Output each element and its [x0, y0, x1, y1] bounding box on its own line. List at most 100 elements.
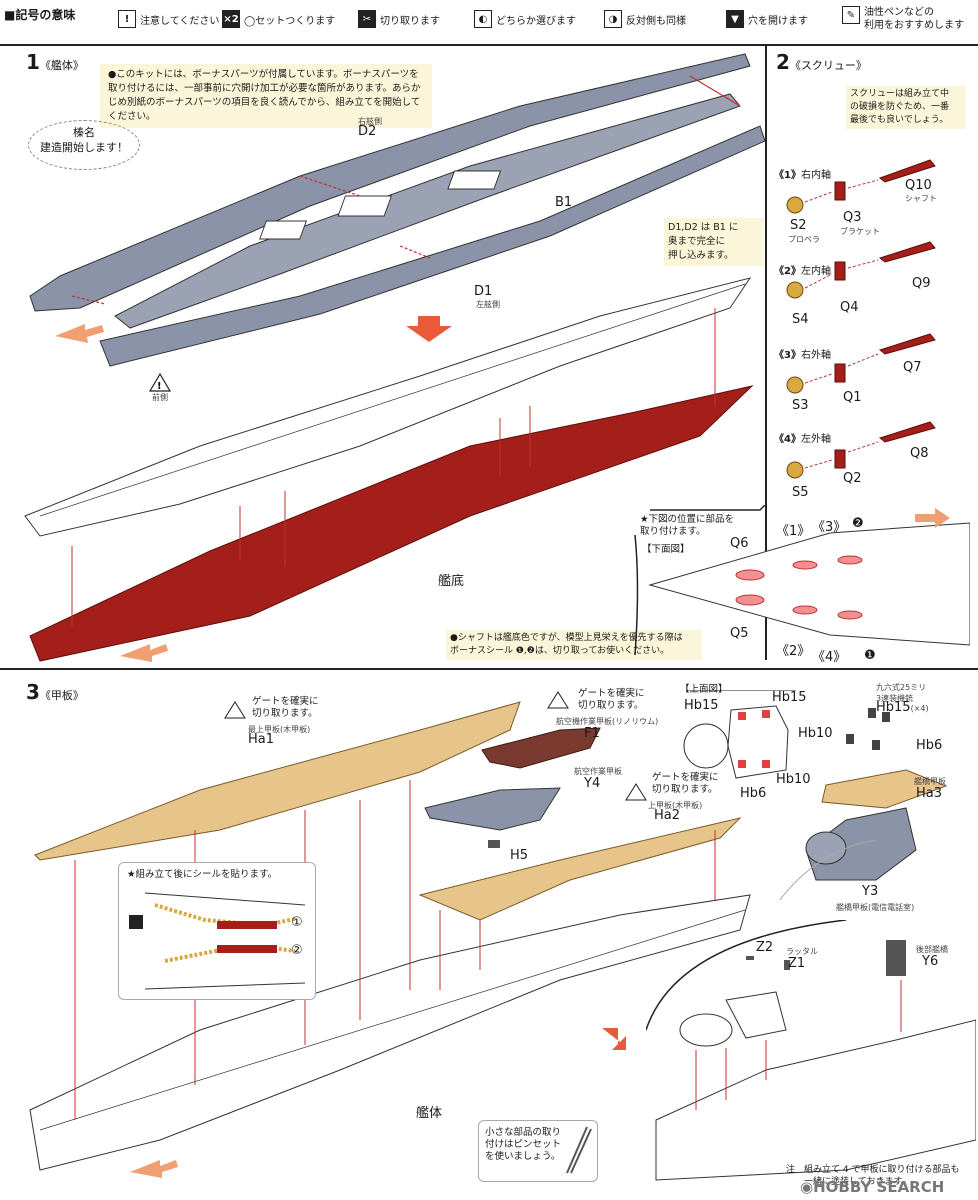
legend-item-caution: ! 注意してください: [118, 10, 219, 28]
callout-q6: Q6: [730, 536, 749, 551]
sticker-marker-1: ①: [291, 915, 303, 930]
callout-n2: ❷: [852, 516, 864, 531]
bracket-sublabel: ブラケット: [840, 227, 880, 236]
marker-pen-icon: ✎: [842, 6, 860, 24]
part-label-b1: B1: [555, 195, 573, 210]
part-y6: [886, 940, 906, 976]
bottom-view-note: ★下図の位置に部品を 取り付けます。: [640, 514, 735, 537]
part-ha1: [34, 701, 521, 861]
step1-heading: 1《艦体》: [26, 50, 84, 74]
legend-item-cut: ✂ 切り取ります: [358, 10, 440, 28]
f1-gate-note: ゲートを確実に 切り取ります。: [578, 688, 645, 711]
callout-3: 《3》: [812, 520, 847, 535]
group-tag: 《2》: [774, 266, 801, 277]
hull-bottom-outline: [648, 522, 970, 646]
screw-group-3-title: 《3》右外軸: [774, 346, 831, 361]
part-label-hb15: Hb15: [876, 700, 911, 715]
hull-detail: [655, 1019, 976, 1181]
propeller-sublabel: プロペラ: [788, 235, 820, 244]
y4-sublabel: 航空作業甲板: [574, 767, 622, 776]
ha1-gate-note: ゲートを確実に 切り取ります。: [252, 696, 319, 719]
shaft-q7: [878, 333, 936, 355]
legend-item-opposite: ◑ 反対側も同様: [604, 10, 686, 28]
cut-icon: ✂: [358, 10, 376, 28]
callout-hb15-c: Hb15(×4): [876, 700, 929, 715]
screw-group-3: [786, 333, 936, 394]
part-label-ha3: Ha3: [916, 786, 943, 801]
part-label-q7: Q7: [903, 360, 922, 375]
section-divider-horizontal: [0, 668, 978, 670]
group-name: 右外軸: [800, 350, 831, 361]
multiply-icon: ×2: [222, 10, 240, 28]
screw-group-2: [786, 241, 936, 299]
group-tag: 《1》: [774, 170, 801, 181]
footer-note: 注 組み立て 4 で甲板に取り付ける部品も 一緒に塗装しておきます。: [786, 1165, 960, 1187]
callout-q5: Q5: [730, 626, 749, 641]
propeller-s2: [786, 196, 804, 214]
callout-4: 《4》: [812, 650, 847, 665]
tweezer-note: 小さな部品の取り 付けはピンセット を使いましょう。: [485, 1127, 562, 1162]
sticker-marker-2: ②: [291, 943, 303, 958]
callout-hb6-a: Hb6: [740, 786, 767, 801]
section-divider-vertical: [765, 46, 767, 660]
legend-item-sets: ×2 ◯セットつくります: [222, 10, 335, 28]
part-ha3: [821, 769, 948, 809]
sticker-note: ★組み立て後にシールを貼ります。: [127, 869, 278, 880]
part-label-q1: Q1: [843, 390, 862, 405]
arrow-down-right-icon: [602, 1028, 626, 1050]
legend-bar: ■記号の意味 ! 注意してください ×2 ◯セットつくります ✂ 切り取ります …: [0, 0, 978, 46]
callout-2: 《2》: [776, 644, 811, 659]
part-y4: [424, 787, 561, 831]
part-label-ha2: Ha2: [654, 808, 681, 823]
deck-opening: [447, 170, 502, 190]
part-label-s5: S5: [792, 485, 809, 500]
shaft-sublabel: シャフト: [905, 194, 937, 203]
callout-n1: ❶: [864, 648, 876, 663]
ha3-sublabel: 艦橋甲板: [914, 777, 946, 786]
part-label-d1: D1: [474, 284, 493, 299]
ha2-sublabel: 上甲板(木甲板): [648, 801, 703, 810]
step-number: 3: [26, 680, 40, 704]
part-label-d2: D2: [358, 124, 377, 139]
part-label-s4: S4: [792, 312, 809, 327]
stern-detail-illustration: [646, 920, 976, 1181]
part-label-q2: Q2: [843, 471, 862, 486]
drill-icon: [129, 915, 143, 929]
step1-note: ●このキットには、ボーナスパーツが付属しています。ボーナスパーツを取り付けるには…: [100, 64, 432, 128]
legend-label: 注意してください: [140, 15, 220, 27]
top-view-turret: [683, 723, 729, 769]
speech-bubble: 榛名 建造開始します！: [28, 120, 140, 170]
y3-sublabel: 艦橋甲板(電信電話室): [836, 903, 915, 912]
screw-group-2-title: 《2》左内軸: [774, 262, 831, 277]
y6-sublabel: 後部艦橋: [916, 945, 948, 954]
step3-illustration: [29, 691, 751, 1178]
group-tag: 《3》: [774, 350, 801, 361]
sticker-detail-box: ★組み立て後にシールを貼ります。 ① ②: [118, 862, 316, 1000]
part-label-q9: Q9: [912, 276, 931, 291]
caution-icon: [224, 701, 246, 719]
callout-hb10-a: Hb10: [776, 772, 811, 787]
legend-label: どちらか選びます: [496, 15, 576, 27]
part-z2: [746, 956, 754, 960]
group-name: 左外軸: [800, 434, 831, 445]
bridge-base-detail: [725, 991, 787, 1039]
part-label-y4: Y4: [584, 776, 601, 791]
step2-heading: 2《スクリュー》: [776, 50, 867, 74]
part-label-h5: H5: [510, 848, 529, 863]
step-title: 《スクリュー》: [789, 59, 867, 72]
bridge-detail-illustration: [683, 690, 948, 900]
part-label-f1: F1: [584, 726, 600, 741]
part-label-hull: 艦体: [416, 1106, 443, 1121]
group-name: 右内軸: [800, 170, 831, 181]
step-number: 1: [26, 50, 40, 74]
callout-1: 《1》: [776, 524, 811, 539]
part-label-ha1: Ha1: [248, 732, 275, 747]
propeller-shaft-q6: [735, 569, 765, 581]
tweezer-note-box: 小さな部品の取り 付けはピンセット を使いましょう。: [478, 1120, 598, 1182]
screw-group-1: [786, 159, 936, 214]
part-label-z1: Z1: [788, 956, 806, 971]
front-label: 前側: [152, 393, 168, 402]
part-label-q10: Q10: [905, 178, 932, 193]
part-f1: [481, 727, 601, 769]
ha2-gate-note: ゲートを確実に 切り取ります。: [652, 772, 719, 795]
